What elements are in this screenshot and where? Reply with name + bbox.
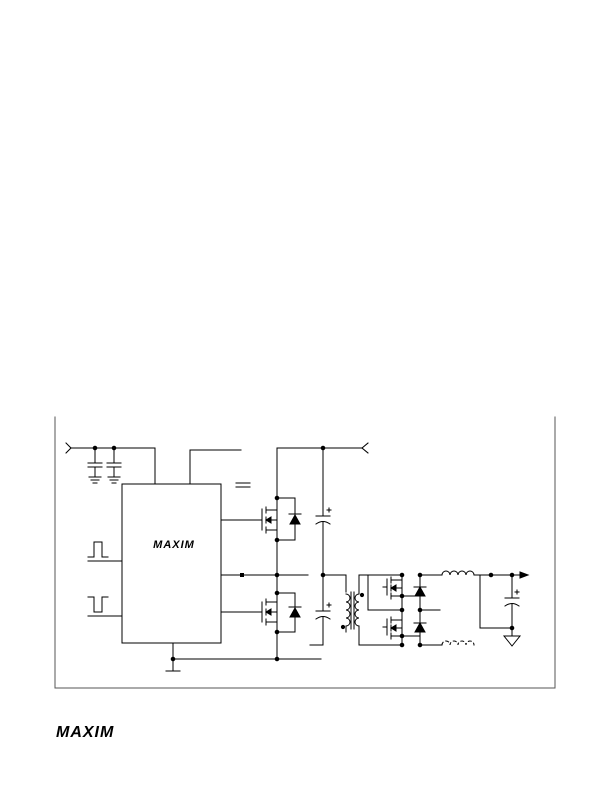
output-inductor (441, 570, 475, 576)
input-terminal (65, 442, 72, 454)
square-wave-input (87, 596, 123, 617)
output-terminal-high (361, 442, 369, 454)
junction-dot (274, 572, 280, 578)
equals-mark (235, 482, 251, 488)
low-side-mosfet (261, 598, 278, 626)
synchronous-rectifier-mosfet (382, 576, 403, 600)
isolation-transformer (340, 591, 365, 630)
rectifier-diode (413, 585, 427, 597)
figure-frame (54, 416, 556, 689)
footer-logo: MAXIM (56, 724, 114, 741)
junction-dot (509, 625, 515, 631)
ground-symbol (165, 658, 181, 672)
output-arrow (519, 571, 530, 579)
high-side-mosfet (261, 506, 278, 534)
body-diode (276, 497, 302, 541)
junction-dot (399, 607, 405, 613)
synchronous-rectifier-mosfet (382, 616, 403, 640)
input-decoupling-capacitor (87, 447, 103, 484)
body-diode (276, 592, 302, 633)
ground-symbol (502, 635, 522, 647)
rectifier-diode (413, 621, 427, 633)
junction-dot (488, 572, 494, 578)
junction-dot (399, 642, 405, 648)
controller-ic (121, 483, 222, 644)
input-decoupling-capacitor (106, 447, 122, 484)
junction-dot (274, 656, 280, 662)
output-inductor-alt (441, 640, 475, 646)
junction-dot (240, 573, 244, 577)
square-wave-input (87, 541, 123, 562)
ic-logo: MAXIM (153, 539, 195, 551)
